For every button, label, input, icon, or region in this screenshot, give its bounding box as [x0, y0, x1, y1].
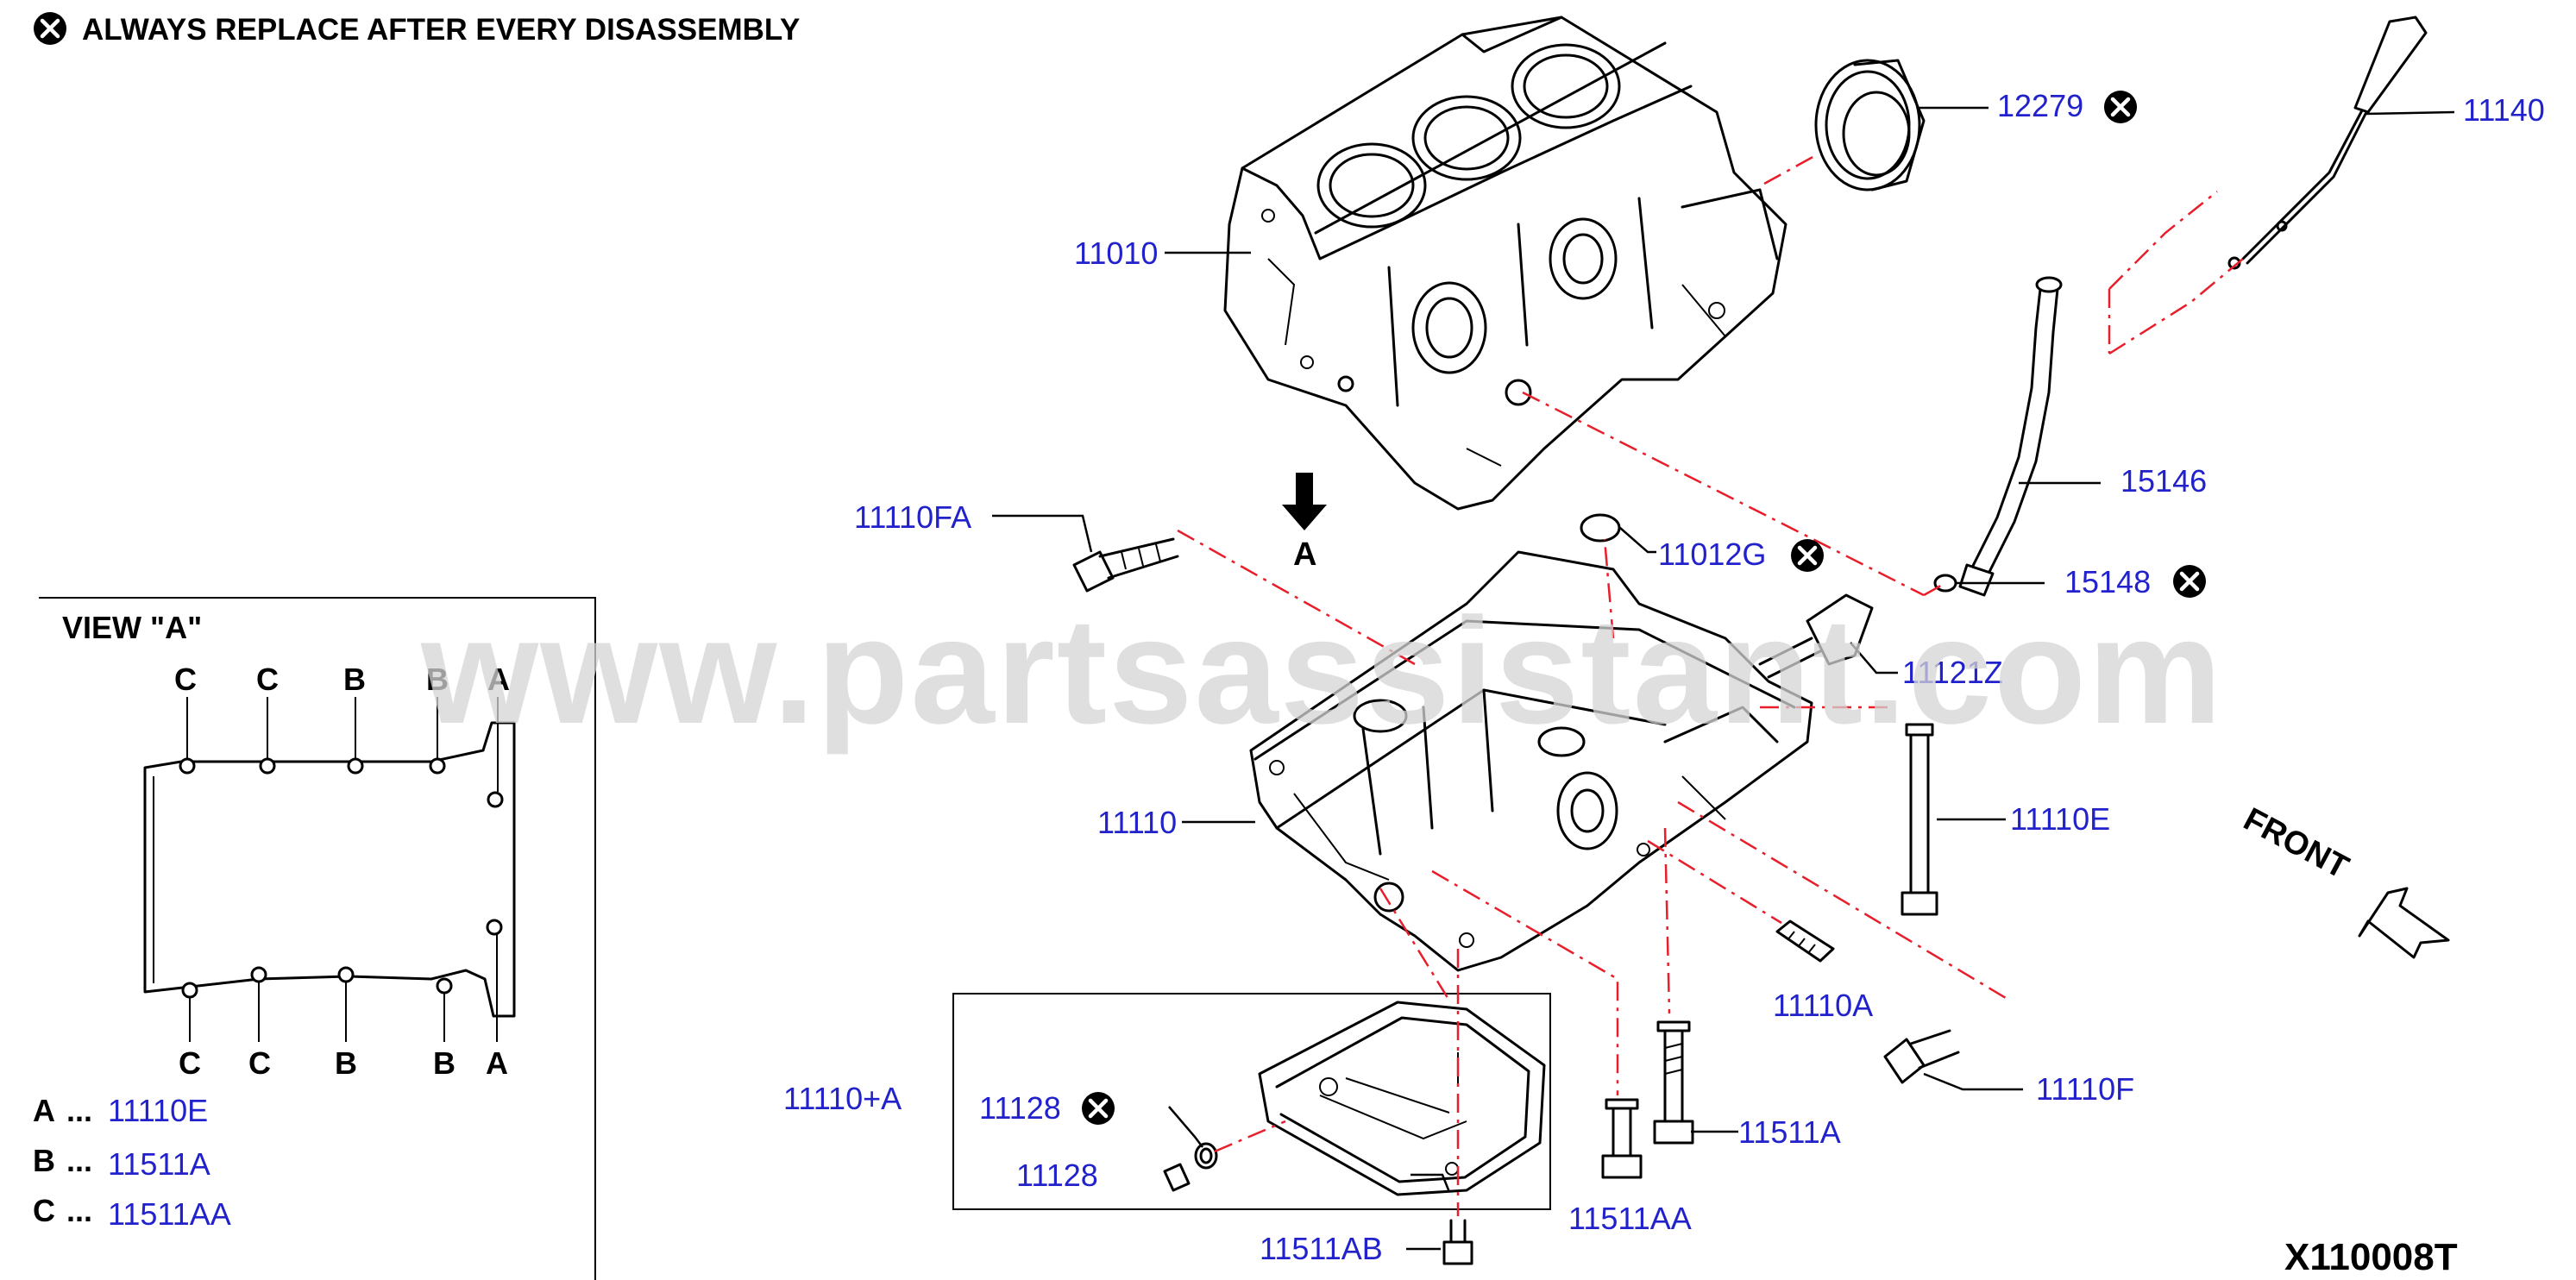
oil-pan-art	[1258, 1001, 1546, 1196]
legend-part-11511a[interactable]: 11511A	[108, 1146, 210, 1182]
bolt-11110f-art	[1883, 1029, 1960, 1084]
replace-x-icon	[1082, 1092, 1115, 1125]
part-label-11110a[interactable]: 11110A	[1773, 988, 1873, 1023]
view-bottom-label: A	[486, 1045, 508, 1081]
part-label-11010[interactable]: 11010	[1074, 235, 1158, 271]
header-note-text: ALWAYS REPLACE AFTER EVERY DISASSEMBLY	[82, 13, 800, 47]
watermark-text: www.partsassistant.com	[420, 587, 2224, 756]
legend-row-b: B ... 11511A	[33, 1143, 210, 1182]
part-label-11511ab[interactable]: 11511AB	[1260, 1231, 1383, 1266]
part-label-12279[interactable]: 12279	[1997, 88, 2083, 123]
assembly-lines	[1177, 154, 2244, 1216]
legend-dots: ...	[66, 1143, 92, 1178]
part-label-11511a[interactable]: 11511A	[1738, 1114, 1841, 1150]
leader-lines	[992, 106, 2455, 1251]
legend-key: B	[33, 1143, 55, 1178]
legend-key: C	[33, 1193, 55, 1228]
part-label-11110fa[interactable]: 11110FA	[854, 499, 971, 535]
drain-plug-art	[1163, 1142, 1218, 1192]
legend-part-11511aa[interactable]: 11511AA	[108, 1196, 231, 1232]
oil-seal-art	[1814, 59, 1926, 191]
plug-11012g-art	[1580, 513, 1621, 543]
part-label-11110[interactable]: 11110	[1097, 805, 1177, 840]
view-a-title: VIEW "A"	[62, 610, 202, 645]
view-bottom-label: B	[335, 1045, 357, 1081]
bolt-11110fa-art	[1072, 537, 1179, 593]
view-top-label: A	[487, 662, 510, 697]
circle-x-icon	[34, 12, 66, 45]
stud-11110a-art	[1775, 919, 1835, 963]
legend-part-11110e[interactable]: 11110E	[108, 1093, 208, 1128]
part-label-11121z[interactable]: 11121Z	[1902, 655, 2003, 690]
front-indicator: FRONT	[2238, 801, 2450, 959]
view-bottom-label: C	[248, 1045, 271, 1081]
header-note: ALWAYS REPLACE AFTER EVERY DISASSEMBLY	[34, 12, 800, 47]
view-arrow-label: A	[1293, 536, 1316, 573]
bolt-11511a-art	[1653, 1020, 1694, 1145]
front-arrow-icon	[2358, 887, 2450, 959]
legend-dots: ...	[66, 1093, 92, 1128]
legend-row-c: C ... 11511AA	[33, 1193, 231, 1232]
filter-bracket-art	[1758, 593, 1874, 679]
part-labels: 11010 12279 11140 15146 11110FA 11012G 1…	[783, 88, 2545, 1266]
part-label-11511aa[interactable]: 11511AA	[1568, 1201, 1692, 1236]
view-a-panel: VIEW "A" C C B B A C C B B A A ...	[33, 597, 596, 1280]
part-label-11110f[interactable]: 11110F	[2036, 1071, 2134, 1107]
bolt-11511ab-art	[1442, 1219, 1473, 1265]
view-top-label: C	[174, 662, 197, 697]
view-bottom-label: B	[433, 1045, 456, 1081]
lower-block-art	[1249, 550, 1813, 972]
view-top-label: B	[343, 662, 366, 697]
part-label-11110-plus-a[interactable]: 11110+A	[783, 1081, 902, 1116]
dipstick-art	[2227, 16, 2428, 270]
replace-x-icon	[1791, 539, 1824, 572]
part-label-15148[interactable]: 15148	[2064, 564, 2151, 599]
cylinder-block-art	[1223, 16, 1787, 511]
part-label-15146[interactable]: 15146	[2120, 463, 2207, 499]
legend-key: A	[33, 1093, 55, 1128]
view-arrow: A	[1282, 473, 1327, 573]
view-bottom-label: C	[179, 1045, 201, 1081]
legend-dots: ...	[66, 1193, 92, 1228]
front-label: FRONT	[2238, 801, 2354, 887]
part-label-11128-plug[interactable]: 11128	[1016, 1158, 1098, 1193]
replace-x-icon	[2104, 91, 2137, 123]
bolt-11110e-art	[1901, 723, 1938, 916]
oil-pan-box	[952, 993, 1551, 1210]
view-top-label: B	[426, 662, 449, 697]
part-label-11012g[interactable]: 11012G	[1658, 536, 1766, 572]
part-label-11110e[interactable]: 11110E	[2010, 801, 2110, 837]
view-top-label: C	[256, 662, 279, 697]
diagram-code: X110008T	[2284, 1236, 2458, 1278]
bolt-11511aa-art	[1601, 1098, 1643, 1179]
part-label-11128-washer[interactable]: 11128	[979, 1090, 1061, 1126]
guide-tube-art	[1958, 276, 2063, 597]
part-label-11140[interactable]: 11140	[2463, 92, 2545, 128]
legend-row-a: A ... 11110E	[33, 1093, 208, 1128]
